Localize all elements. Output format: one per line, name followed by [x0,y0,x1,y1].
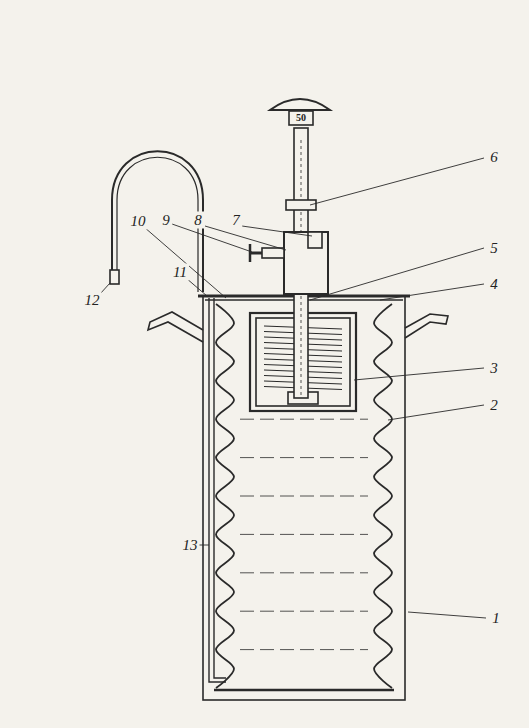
hose [112,151,203,292]
fold-line [240,534,368,535]
valve-screw [262,248,284,258]
bellows-right [374,304,392,688]
callout-number: 11 [171,264,189,281]
scale-mark: 50 [295,113,307,123]
callout-number: 6 [488,149,500,166]
suction-tube-wall [214,298,226,678]
callout-number: 7 [230,212,242,229]
leader-lines [100,158,486,618]
callout-number: 13 [181,537,200,554]
side-handle-left [148,312,203,342]
fold-line [240,419,368,420]
valve-block [284,232,328,294]
callout-number: 2 [488,397,500,414]
fold-line [240,572,368,573]
callout-number: 3 [488,360,500,377]
callout-number: 4 [488,276,500,293]
suction-tube [209,298,226,682]
bellows-left [216,304,234,688]
valve-cap [308,232,322,248]
hose-inner [117,157,198,292]
callout-number: 8 [192,212,204,229]
bellows-base [214,689,394,692]
callout-number: 9 [160,212,172,229]
screw-head [249,244,252,262]
callout-number: 1 [490,610,502,627]
fold-line [240,496,368,497]
callout-number: 5 [488,240,500,257]
fold-line [240,611,368,612]
fold-line [240,457,368,458]
nozzle [110,270,119,284]
callout-number: 10 [129,213,148,230]
callout-number: 12 [83,292,102,309]
knob-stem [289,111,313,125]
knob [270,99,330,110]
fold-line [240,649,368,650]
side-handle-right [405,314,448,338]
